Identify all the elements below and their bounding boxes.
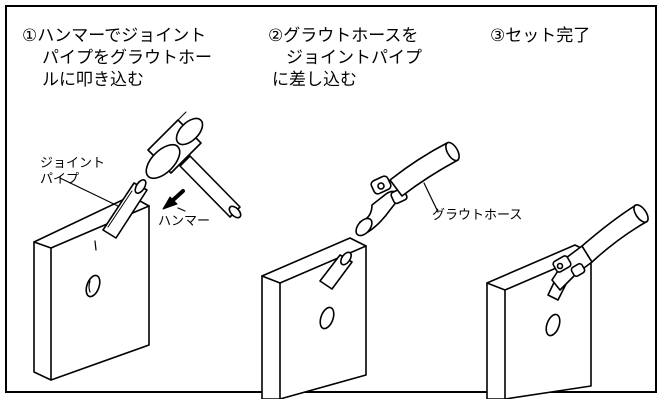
- step-1-line-2: パイプをグラウトホー: [42, 48, 212, 68]
- installed-pipe-and-hose-3: [547, 204, 649, 301]
- joint-pipe-2: [319, 251, 353, 290]
- step-2-line-1: ②グラウトホースを: [268, 26, 419, 46]
- strike-arrow-icon: [162, 189, 185, 210]
- step-2-caption: ②グラウトホースを ジョイントパイプ に差し込む: [268, 25, 422, 91]
- hammer-label: ハンマー: [158, 214, 211, 229]
- joint-pipe-leader-line: [59, 177, 119, 207]
- grout-hose-2: [389, 141, 460, 197]
- hammer-icon: [145, 111, 242, 219]
- joint-pipe-label: ジョイント パイプ: [40, 156, 105, 188]
- step-1-line-1: ①ハンマーでジョイント: [22, 26, 207, 46]
- step-1-line-3: ルに叩き込む: [42, 70, 144, 90]
- block-1: [33, 195, 150, 381]
- hose-coupler-2: [355, 175, 408, 237]
- grout-hose-leader-line: [423, 182, 439, 213]
- grout-hose-label: グラウトホース: [432, 208, 523, 223]
- joint-pipe-label-line-1: ジョイント: [40, 156, 106, 171]
- step-1-caption: ①ハンマーでジョイント パイプをグラウトホー ルに叩き込む: [22, 25, 212, 91]
- step-3-line-1: ③セット完了: [490, 26, 591, 46]
- step-3-caption: ③セット完了: [490, 25, 590, 47]
- joint-pipe-1: [102, 179, 148, 239]
- step-2-line-2: ジョイントパイプ: [286, 48, 422, 68]
- joint-pipe-label-line-2: パイプ: [40, 172, 80, 187]
- hammer-leader-line: [177, 207, 186, 212]
- step-2-line-3: に差し込む: [272, 70, 357, 90]
